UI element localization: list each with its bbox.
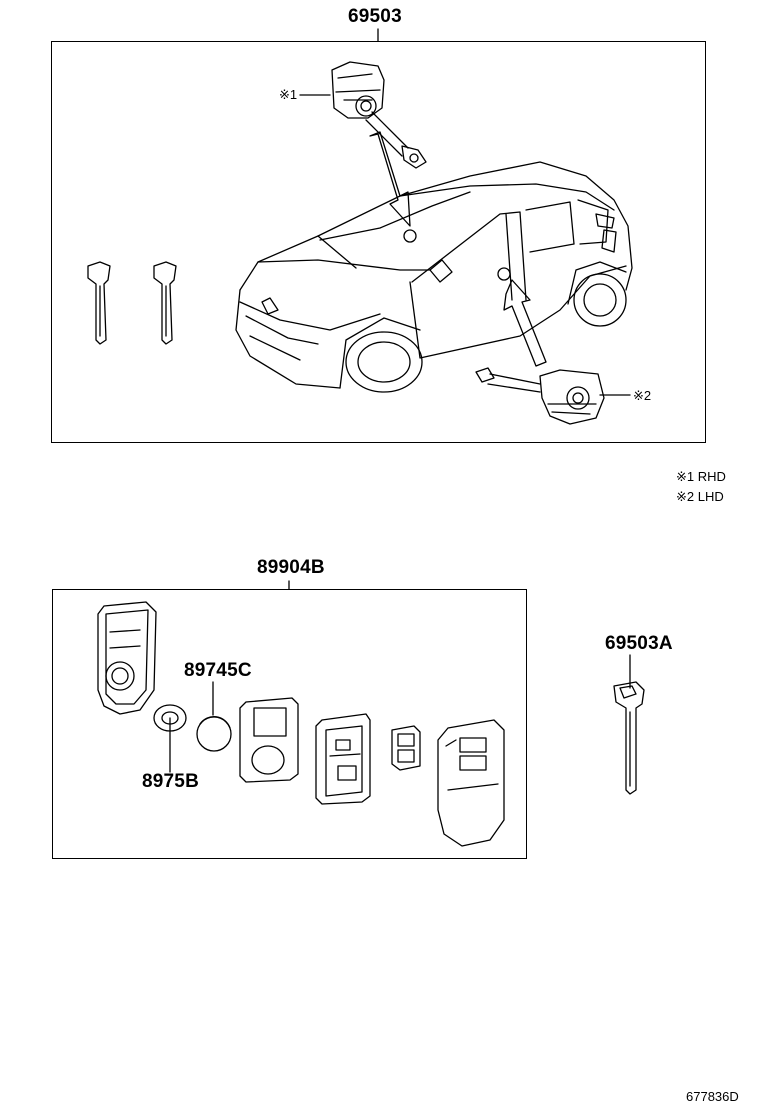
circuit-board — [315, 713, 371, 805]
part-number-69503a: 69503A — [605, 633, 673, 654]
door-lock-cylinder-lhd — [475, 367, 605, 425]
legend-lhd: ※2 LHD — [676, 489, 724, 504]
mechanical-key-2 — [153, 261, 177, 345]
lhd-marker: ※2 — [633, 388, 652, 403]
part-number-8975b: 8975B — [142, 771, 199, 792]
figure-id: 677836D — [686, 1089, 739, 1104]
rhd-marker: ※1 — [279, 87, 298, 102]
emergency-key — [613, 681, 645, 795]
vehicle-illustration — [235, 161, 633, 393]
legend-rhd: ※1 RHD — [676, 469, 726, 484]
battery — [196, 716, 232, 752]
mechanical-key-1 — [87, 261, 111, 345]
part-number-89745c: 89745C — [184, 660, 252, 681]
arrow-lhd — [503, 279, 547, 367]
part-number-69503: 69503 — [348, 6, 402, 27]
part-number-89904b: 89904B — [257, 557, 325, 578]
door-lock-cylinder-rhd — [331, 61, 427, 169]
inner-cover — [239, 697, 299, 783]
arrow-rhd — [369, 131, 411, 227]
key-case-front — [437, 719, 505, 847]
seal-washer — [153, 704, 187, 732]
key-case-back — [97, 601, 157, 715]
lower-group-frame — [52, 589, 527, 859]
button-rubber — [391, 725, 421, 771]
upper-group-frame — [51, 41, 706, 443]
